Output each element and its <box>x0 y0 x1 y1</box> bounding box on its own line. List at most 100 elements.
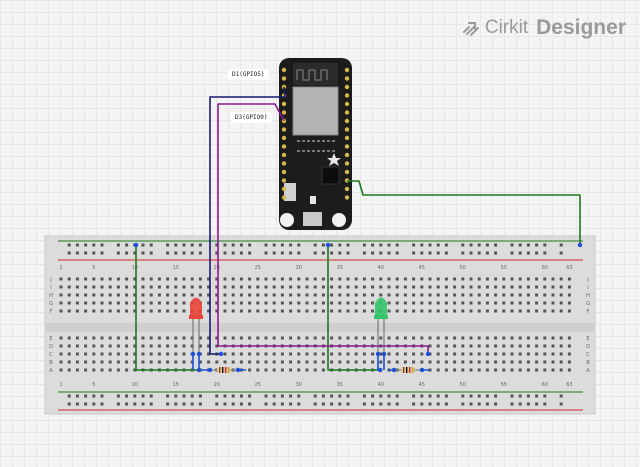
rail-hole <box>371 243 375 247</box>
terminal-hole <box>125 309 129 313</box>
terminal-hole <box>313 301 317 305</box>
rail-hole <box>321 402 325 406</box>
terminal-hole <box>354 309 358 313</box>
terminal-hole <box>330 352 334 356</box>
rail-hole <box>395 402 399 406</box>
terminal-hole <box>461 336 465 340</box>
rail-hole <box>264 394 268 398</box>
rail-hole <box>494 251 498 255</box>
rail-hole <box>412 243 416 247</box>
header-pin <box>344 169 350 175</box>
terminal-hole <box>469 277 473 281</box>
terminal-hole <box>510 344 514 348</box>
terminal-hole <box>116 360 120 364</box>
column-number: 10 <box>132 382 138 388</box>
rail-hole <box>166 394 170 398</box>
header-pin <box>281 135 287 141</box>
terminal-hole <box>535 336 539 340</box>
terminal-hole <box>207 344 211 348</box>
terminal-hole <box>84 344 88 348</box>
terminal-hole <box>108 293 112 297</box>
rail-hole <box>223 243 227 247</box>
rail-hole <box>494 243 498 247</box>
terminal-hole <box>272 352 276 356</box>
terminal-hole <box>412 293 416 297</box>
terminal-hole <box>256 352 260 356</box>
terminal-hole <box>403 309 407 313</box>
terminal-hole <box>559 277 563 281</box>
rail-hole <box>371 394 375 398</box>
resistor-band <box>412 367 414 373</box>
terminal-hole <box>469 344 473 348</box>
terminal-hole <box>67 352 71 356</box>
rail-hole <box>215 251 219 255</box>
terminal-hole <box>133 344 137 348</box>
terminal-hole <box>92 360 96 364</box>
terminal-hole <box>231 352 235 356</box>
terminal-hole <box>436 293 440 297</box>
terminal-hole <box>371 285 375 289</box>
rail-hole <box>559 243 563 247</box>
rail-hole <box>239 243 243 247</box>
terminal-hole <box>313 277 317 281</box>
terminal-hole <box>157 352 161 356</box>
terminal-hole <box>84 360 88 364</box>
rail-hole <box>518 402 522 406</box>
breadboard-center-channel <box>45 323 595 332</box>
rail-hole <box>469 243 473 247</box>
led-flange <box>189 315 203 319</box>
terminal-hole <box>84 293 88 297</box>
terminal-hole <box>116 309 120 313</box>
terminal-hole <box>395 360 399 364</box>
terminal-hole <box>403 277 407 281</box>
terminal-hole <box>494 336 498 340</box>
terminal-hole <box>477 301 481 305</box>
rail-hole <box>526 243 530 247</box>
terminal-hole <box>461 352 465 356</box>
terminal-hole <box>412 301 416 305</box>
terminal-hole <box>362 301 366 305</box>
terminal-hole <box>198 360 202 364</box>
rail-hole <box>67 402 71 406</box>
terminal-hole <box>223 309 227 313</box>
rail-hole <box>198 243 202 247</box>
terminal-hole <box>313 293 317 297</box>
terminal-hole <box>461 293 465 297</box>
rail-hole <box>248 402 252 406</box>
terminal-hole <box>108 344 112 348</box>
terminal-hole <box>305 309 309 313</box>
terminal-hole <box>543 336 547 340</box>
wire-endpoint <box>190 351 196 357</box>
terminal-hole <box>157 344 161 348</box>
terminal-hole <box>239 285 243 289</box>
rail-hole <box>289 243 293 247</box>
terminal-hole <box>403 336 407 340</box>
terminal-hole <box>526 301 530 305</box>
rail-hole <box>362 251 366 255</box>
terminal-hole <box>436 360 440 364</box>
terminal-hole <box>157 360 161 364</box>
terminal-hole <box>280 301 284 305</box>
terminal-hole <box>321 277 325 281</box>
terminal-hole <box>485 352 489 356</box>
terminal-hole <box>387 336 391 340</box>
terminal-hole <box>420 336 424 340</box>
terminal-hole <box>502 344 506 348</box>
terminal-hole <box>379 293 383 297</box>
terminal-hole <box>305 301 309 305</box>
terminal-hole <box>157 293 161 297</box>
terminal-hole <box>371 293 375 297</box>
terminal-hole <box>116 285 120 289</box>
terminal-hole <box>215 293 219 297</box>
rail-hole <box>67 394 71 398</box>
rail-hole <box>141 394 145 398</box>
resistor-band <box>225 367 227 373</box>
terminal-hole <box>280 277 284 281</box>
terminal-hole <box>551 360 555 364</box>
terminal-hole <box>543 277 547 281</box>
terminal-hole <box>272 368 276 372</box>
terminal-hole <box>141 336 145 340</box>
smd-component <box>312 150 315 152</box>
terminal-hole <box>116 277 120 281</box>
terminal-hole <box>321 301 325 305</box>
